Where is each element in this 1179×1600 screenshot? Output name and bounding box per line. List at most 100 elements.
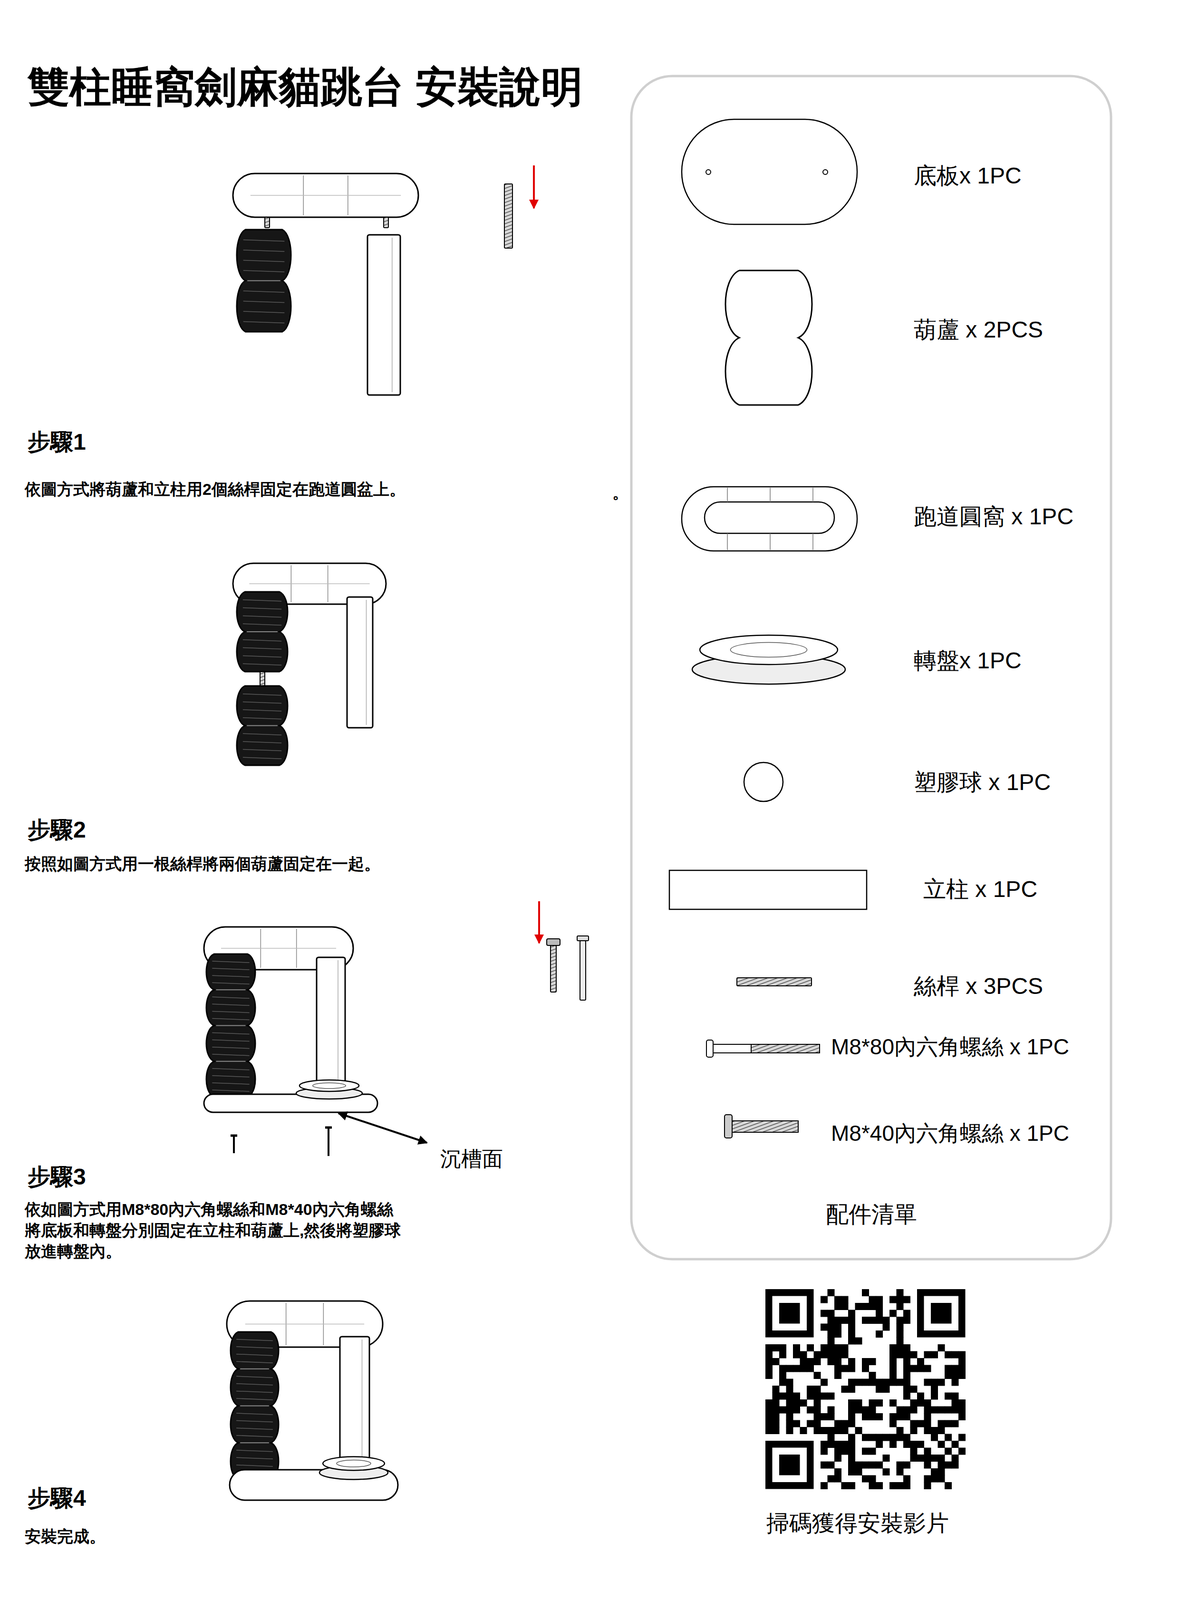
stray-mark: 。 — [612, 482, 629, 503]
sisal-texture — [242, 741, 282, 744]
sisal-texture — [212, 1011, 250, 1013]
sisal-texture — [242, 733, 282, 735]
sisal-texture — [243, 290, 285, 293]
sisal-texture — [212, 1068, 250, 1071]
sisal-texture — [212, 982, 250, 985]
ring-seam — [769, 487, 771, 503]
sisal-texture — [243, 321, 285, 324]
sisal-texture — [236, 1457, 273, 1460]
sisal-texture — [212, 1054, 250, 1056]
post-shade — [361, 1339, 363, 1468]
sisal-texture — [243, 260, 285, 262]
step-heading: 步驟3 — [27, 1162, 87, 1192]
sisal-texture — [242, 709, 282, 712]
sisal-texture — [236, 1383, 273, 1386]
step-instruction: 安裝完成。 — [24, 1526, 106, 1547]
gourd-part — [236, 591, 288, 672]
sisal-texture — [212, 1040, 250, 1042]
sisal-seam — [240, 1368, 270, 1370]
step-heading: 步驟4 — [27, 1484, 87, 1513]
parts-panel: 配件清單 — [629, 74, 1113, 1261]
part-label: 塑膠球 x 1PC — [913, 768, 1051, 797]
step-instruction: 按照如圖方式用一根絲桿將兩個葫蘆固定在一起。 — [24, 853, 381, 875]
panel-outline — [629, 74, 1113, 1261]
part-label: 絲桿 x 3PCS — [913, 972, 1044, 1001]
sisal-texture — [212, 1018, 250, 1020]
turntable-part — [312, 1082, 347, 1089]
sisal-seam — [246, 725, 278, 727]
page-title: 雙柱睡窩劍麻貓跳台 安裝說明 — [27, 60, 583, 114]
sisal-texture — [243, 311, 285, 313]
sisal-texture — [242, 623, 282, 626]
sisal-texture — [236, 1361, 273, 1363]
sisal-texture — [242, 701, 282, 704]
panel-border — [631, 76, 1112, 1260]
part-label: 葫蘆 x 2PCS — [913, 315, 1044, 345]
track-ring-top — [681, 486, 858, 551]
sisal-texture — [212, 1075, 250, 1078]
turntable-part — [322, 1456, 385, 1471]
turntable-part — [730, 642, 808, 658]
sisal-seam — [240, 1442, 270, 1444]
sisal-texture — [212, 1090, 250, 1092]
sisal-texture — [236, 1465, 273, 1467]
sisal-texture — [236, 1354, 273, 1356]
sisal-texture — [242, 639, 282, 642]
sisal-texture — [212, 968, 250, 970]
ring-seam — [249, 583, 370, 585]
sisal-texture — [236, 1398, 273, 1401]
ring-seam — [221, 947, 337, 949]
bolt-shank — [550, 945, 557, 993]
ring-seam — [250, 194, 401, 196]
sisal-texture — [236, 1435, 273, 1438]
direction-arrow — [532, 165, 535, 209]
post-shade — [391, 237, 393, 393]
gourd-part — [236, 686, 288, 766]
sisal-seam — [215, 1025, 246, 1027]
threaded-rod-part — [736, 977, 812, 986]
sisal-texture — [236, 1376, 273, 1378]
part-label: 跑道圓窩 x 1PC — [913, 502, 1074, 532]
part-label: M8*80內六角螺絲 x 1PC — [831, 1033, 1070, 1062]
qr-caption: 掃碼獲得安裝影片 — [766, 1509, 949, 1538]
post-shade — [337, 960, 339, 1082]
sisal-texture — [243, 240, 285, 242]
ring-seam — [726, 487, 728, 503]
sisal-texture — [236, 1413, 273, 1415]
sisal-seam — [215, 989, 246, 991]
sisal-texture — [242, 694, 282, 696]
post-part — [347, 597, 373, 728]
sisal-texture — [242, 717, 282, 720]
screw-hole — [705, 169, 711, 175]
callout-label: 沉槽面 — [440, 1145, 503, 1172]
sisal-texture — [212, 975, 250, 977]
sisal-texture — [242, 615, 282, 618]
ring-seam — [726, 533, 728, 551]
sisal-texture — [243, 270, 285, 272]
sisal-texture — [242, 599, 282, 602]
base-plate-top — [681, 119, 858, 225]
threaded-rod — [504, 183, 513, 249]
bolt-head — [724, 1114, 733, 1139]
sisal-texture — [212, 996, 250, 999]
panel-heading: 配件清單 — [629, 1200, 1113, 1229]
bolt-shank — [713, 1044, 752, 1054]
gourd-part — [725, 270, 812, 406]
sisal-texture — [242, 749, 282, 752]
bolt-thread — [751, 1044, 820, 1054]
gourd-part — [236, 229, 291, 332]
part-label: 立柱 x 1PC — [923, 875, 1038, 904]
step-heading: 步驟2 — [27, 815, 87, 845]
ring-seam — [245, 1323, 365, 1325]
screw-shank — [232, 1135, 235, 1154]
ring-seam — [812, 533, 814, 551]
turntable-part — [336, 1460, 371, 1468]
part-label: M8*40內六角螺絲 x 1PC — [831, 1120, 1070, 1148]
sisal-texture — [212, 1047, 250, 1049]
direction-arrow — [538, 901, 541, 944]
sisal-texture — [236, 1450, 273, 1452]
screw-hole — [822, 169, 828, 175]
sisal-texture — [243, 250, 285, 252]
sisal-texture — [236, 1346, 273, 1349]
part-label: 轉盤x 1PC — [913, 646, 1022, 676]
